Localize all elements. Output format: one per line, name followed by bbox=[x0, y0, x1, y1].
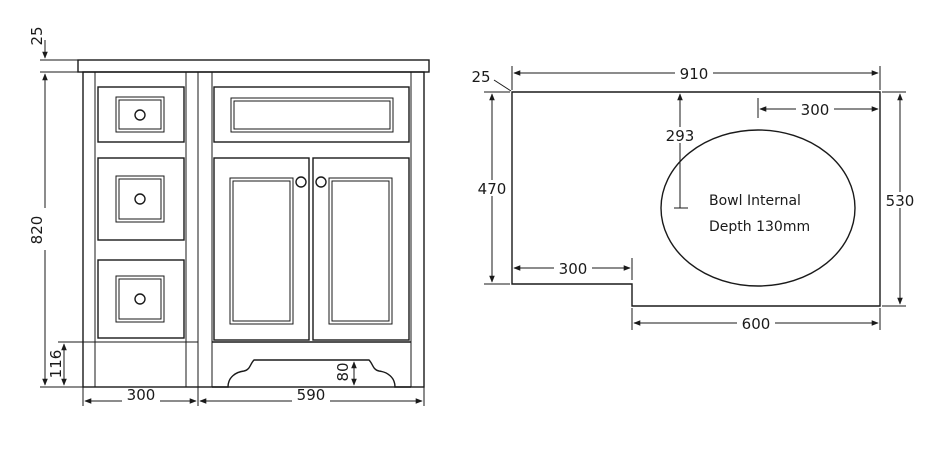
drawer-1 bbox=[97, 86, 185, 143]
dim-label-bowl-offset-top: 293 bbox=[666, 127, 695, 145]
dim-left-depth: 470 bbox=[477, 91, 511, 285]
front-view: 25 820 116 300 590 bbox=[28, 26, 430, 406]
basin-bowl bbox=[660, 129, 856, 287]
drawer-knob-3 bbox=[134, 293, 146, 305]
drawer-knob-2 bbox=[134, 193, 146, 205]
bowl-label-line2: Depth 130mm bbox=[709, 219, 810, 235]
dim-total-width: 910 bbox=[511, 65, 881, 90]
dim-label-corner: 25 bbox=[471, 68, 490, 86]
dim-label-left-depth: 470 bbox=[478, 180, 507, 198]
dim-label-left-offset: 300 bbox=[559, 260, 588, 278]
dim-widths: 300 590 bbox=[82, 386, 425, 406]
dim-label-right-depth: 530 bbox=[886, 192, 915, 210]
dim-label-arch-height: 80 bbox=[334, 362, 352, 381]
dim-label-bowl-offset-right: 300 bbox=[801, 101, 830, 119]
dim-left-offset: 300 bbox=[511, 258, 633, 280]
countertop-outline bbox=[511, 91, 881, 307]
false-drawer-front bbox=[213, 86, 410, 143]
dim-label-plinth-height: 116 bbox=[47, 350, 65, 379]
top-view: 25 910 300 293 470 bbox=[471, 65, 918, 333]
dim-label-drawer-width: 300 bbox=[127, 386, 156, 404]
dim-label-bowl-section-width: 600 bbox=[742, 315, 771, 333]
countertop bbox=[77, 59, 430, 73]
dim-arch-height: 80 bbox=[334, 359, 360, 386]
dim-plinth-height: 116 bbox=[47, 341, 83, 386]
door-knob-left bbox=[295, 176, 307, 188]
dim-label-cupboard-width: 590 bbox=[297, 386, 326, 404]
dim-bowl-section-width: 600 bbox=[631, 308, 881, 333]
dim-right-depth: 530 bbox=[882, 91, 918, 307]
door-knob-right bbox=[315, 176, 327, 188]
drawer-3 bbox=[97, 259, 185, 339]
dim-top-thickness: 25 bbox=[28, 26, 78, 73]
dim-bowl-offset-right: 300 bbox=[757, 98, 879, 119]
dim-label-top-thickness: 25 bbox=[28, 26, 46, 45]
bowl-label-line1: Bowl Internal bbox=[709, 193, 801, 209]
right-door bbox=[312, 157, 410, 341]
drawer-knob-1 bbox=[134, 109, 146, 121]
cabinet-carcass bbox=[82, 71, 425, 388]
left-door bbox=[213, 157, 310, 341]
dim-label-total-height: 820 bbox=[28, 216, 46, 245]
drawer-2 bbox=[97, 157, 185, 241]
dim-label-total-width: 910 bbox=[680, 65, 709, 83]
dim-total-height: 820 bbox=[28, 73, 83, 388]
dim-bowl-offset-top: 293 bbox=[662, 93, 698, 209]
plinth-arch bbox=[212, 359, 411, 388]
